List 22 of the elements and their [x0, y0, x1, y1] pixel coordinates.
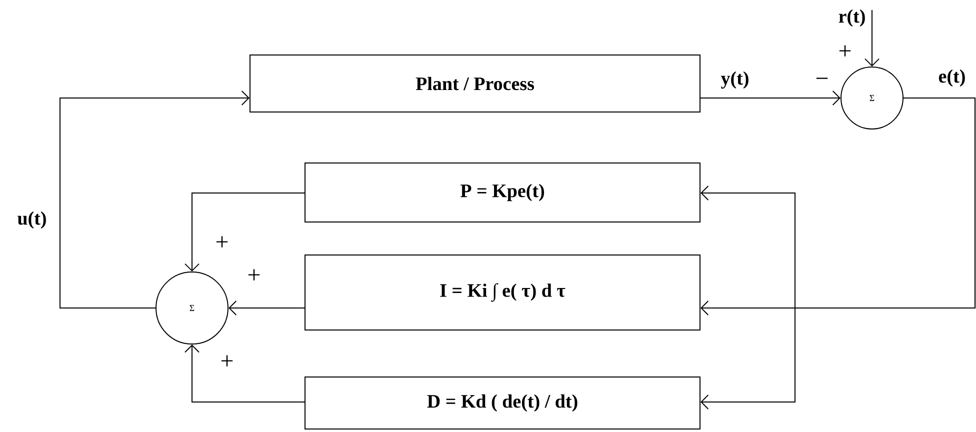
- summing-junction: Σ: [156, 272, 228, 344]
- edge-label: u(t): [16, 210, 48, 230]
- process-box: P = Kpe(t): [304, 162, 700, 222]
- edge-label: r(t): [837, 8, 867, 28]
- edge-label: e(t): [937, 68, 967, 88]
- arrow: [184, 344, 305, 402]
- arrow: [60, 90, 250, 308]
- process-box: I = Ki ∫ e( τ) d τ: [304, 254, 700, 330]
- sign-label: +: [221, 355, 233, 366]
- process-box: D = Kd ( de(t) / dt): [304, 376, 700, 430]
- edge-label: y(t): [720, 70, 750, 90]
- arrow: [700, 90, 841, 106]
- process-box: Plant / Process: [250, 54, 700, 112]
- arrow: [184, 192, 305, 272]
- arrow: [228, 300, 305, 316]
- sign-label: +: [248, 269, 260, 280]
- arrow: [700, 98, 976, 410]
- sign-label: +: [216, 236, 228, 248]
- sign-label: −: [816, 78, 828, 79]
- sign-label: +: [839, 45, 851, 56]
- arrow: [864, 10, 880, 66]
- summing-junction: Σ: [840, 66, 904, 130]
